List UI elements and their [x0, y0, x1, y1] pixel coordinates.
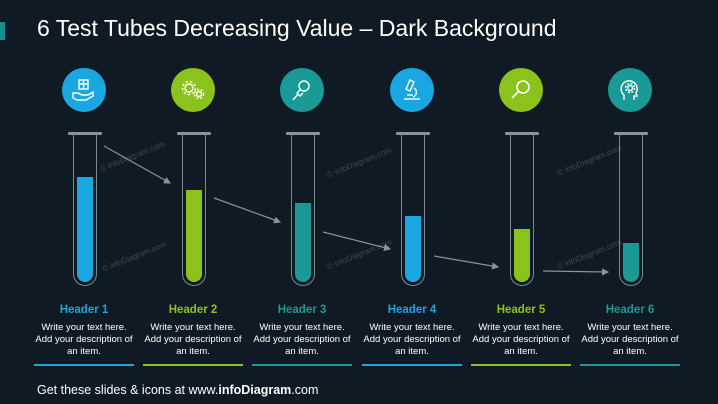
- tube-fill-1: [77, 177, 93, 282]
- column-description-1: Write your text here. Add your descripti…: [35, 322, 133, 357]
- column-header-4: Header 4: [387, 304, 437, 316]
- tube-rim-5: [505, 132, 539, 135]
- arrow-1: [103, 145, 172, 184]
- test-tube-5: [510, 134, 534, 286]
- arrow-4: [433, 255, 500, 270]
- column-underline-6: [580, 364, 680, 366]
- column-header-2: Header 2: [168, 304, 218, 316]
- arrow-5: [542, 268, 610, 276]
- column-description-6: Write your text here. Add your descripti…: [581, 322, 679, 357]
- footer-brand: infoDiagram: [218, 383, 292, 397]
- tube-rim-1: [68, 132, 102, 135]
- column-description-2: Write your text here. Add your descripti…: [144, 322, 242, 357]
- icon-circle-4: [390, 68, 434, 112]
- tube-fill-3: [295, 203, 311, 282]
- tube-rim-4: [396, 132, 430, 135]
- tube-fill-4: [405, 216, 421, 282]
- column-header-6: Header 6: [605, 304, 655, 316]
- gears-icon: [181, 80, 205, 100]
- tube-fill-5: [514, 229, 530, 282]
- footer-suffix: .com: [291, 383, 319, 397]
- test-tube-1: [73, 134, 97, 286]
- column-underline-4: [362, 364, 462, 366]
- column-header-5: Header 5: [496, 304, 546, 316]
- test-tube-2: [182, 134, 206, 286]
- column-description-4: Write your text here. Add your descripti…: [363, 322, 461, 357]
- tube-fill-6: [623, 243, 639, 282]
- icon-circle-5: [499, 68, 543, 112]
- microscope-icon: [404, 79, 420, 100]
- pushpin-icon: [292, 80, 310, 101]
- column-underline-1: [34, 364, 134, 366]
- page-title: 6 Test Tubes Decreasing Value – Dark Bac…: [37, 15, 557, 41]
- title-accent-mark: [0, 22, 5, 40]
- column-description-5: Write your text here. Add your descripti…: [472, 322, 570, 357]
- column-header-1: Header 1: [59, 304, 109, 316]
- test-tube-6: [619, 134, 643, 286]
- icon-circle-2: [171, 68, 215, 112]
- arrow-2: [213, 197, 282, 224]
- arrow-3: [322, 231, 392, 252]
- tube-rim-3: [286, 132, 320, 135]
- column-underline-3: [252, 364, 352, 366]
- icon-circle-3: [280, 68, 324, 112]
- footer-prefix: Get these slides & icons at www.: [37, 383, 219, 397]
- hand-box-icon: [72, 79, 94, 101]
- head-gear-icon: [620, 80, 638, 100]
- tube-rim-6: [614, 132, 648, 135]
- test-tube-4: [401, 134, 425, 286]
- test-tube-3: [291, 134, 315, 286]
- tube-rim-2: [177, 132, 211, 135]
- column-underline-5: [471, 364, 571, 366]
- tube-fill-2: [186, 190, 202, 282]
- column-description-3: Write your text here. Add your descripti…: [253, 322, 351, 357]
- icon-circle-6: [608, 68, 652, 112]
- footer-text: Get these slides & icons at www.infoDiag…: [37, 383, 318, 397]
- icon-circle-1: [62, 68, 106, 112]
- column-underline-2: [143, 364, 243, 366]
- magnifier-icon: [511, 80, 530, 99]
- column-header-3: Header 3: [277, 304, 327, 316]
